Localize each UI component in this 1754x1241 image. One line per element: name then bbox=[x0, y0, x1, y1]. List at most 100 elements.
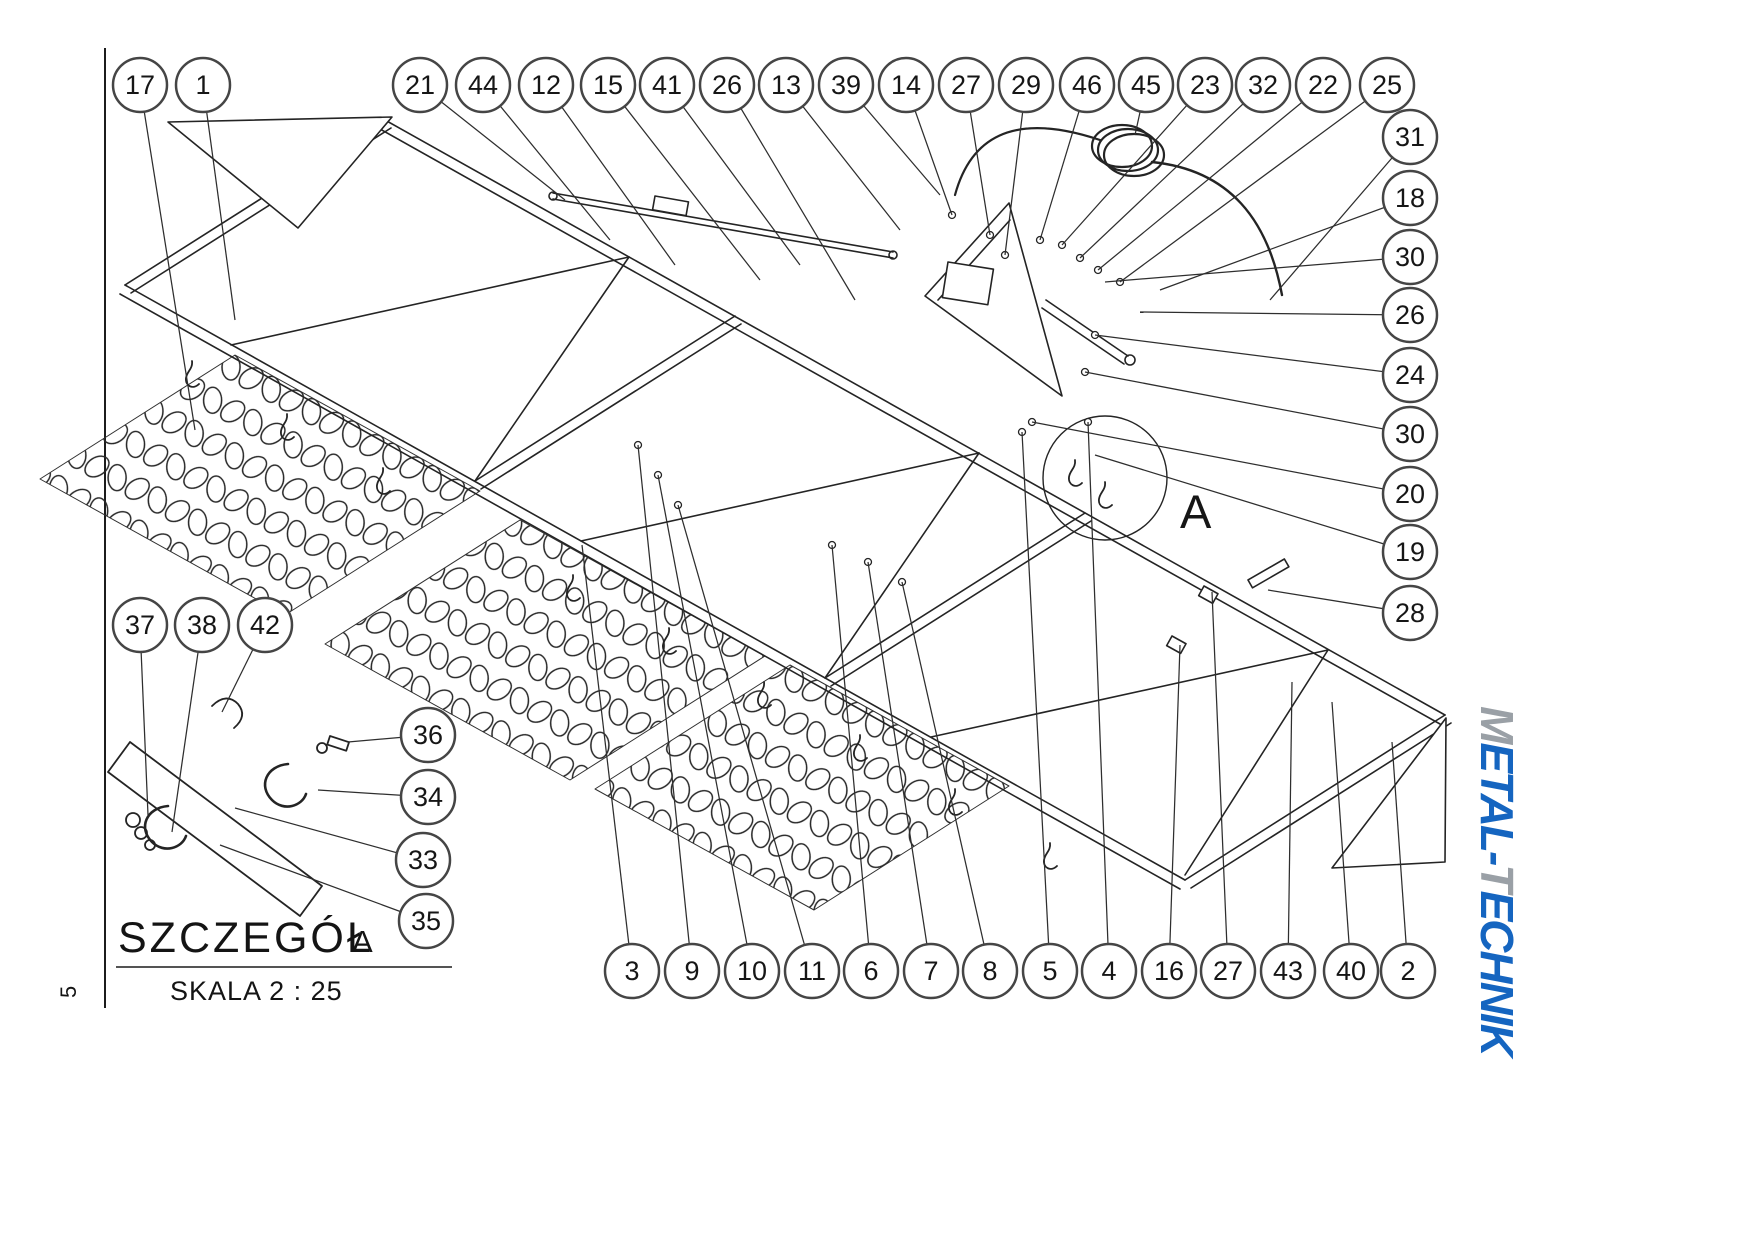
part-balloon-46: 46 bbox=[1058, 56, 1116, 114]
svg-text:44: 44 bbox=[468, 70, 498, 100]
part-balloon-33: 33 bbox=[394, 831, 452, 889]
leader-line-17 bbox=[139, 84, 196, 431]
part-balloon-36: 36 bbox=[399, 706, 457, 764]
part-balloon-16: 16 bbox=[1140, 942, 1198, 1000]
svg-text:28: 28 bbox=[1395, 598, 1425, 628]
part-balloon-11: 11 bbox=[783, 942, 841, 1000]
part-balloon-37: 37 bbox=[111, 596, 169, 654]
leader-line-9 bbox=[637, 444, 693, 972]
part-balloon-45: 45 bbox=[1117, 56, 1175, 114]
svg-text:4: 4 bbox=[1101, 956, 1116, 986]
svg-text:20: 20 bbox=[1395, 479, 1425, 509]
leader-line-10 bbox=[657, 474, 753, 972]
part-balloon-17: 17 bbox=[111, 56, 169, 114]
company-logo: METAL-TECHNIK bbox=[1471, 706, 1523, 1055]
detail-a-view bbox=[107, 697, 350, 917]
leader-line-18 bbox=[1159, 197, 1411, 291]
part-balloon-5: 5 bbox=[1021, 942, 1079, 1000]
part-balloon-15: 15 bbox=[579, 56, 637, 114]
part-balloon-26: 26 bbox=[698, 56, 756, 114]
leader-lines bbox=[139, 84, 1411, 972]
svg-text:31: 31 bbox=[1395, 122, 1425, 152]
leader-line-15 bbox=[607, 84, 761, 281]
part-balloon-12: 12 bbox=[517, 56, 575, 114]
svg-text:13: 13 bbox=[771, 70, 801, 100]
svg-text:26: 26 bbox=[1395, 300, 1425, 330]
svg-text:27: 27 bbox=[1213, 956, 1243, 986]
leader-line-44 bbox=[482, 84, 611, 241]
leader-line-2 bbox=[1391, 741, 1409, 972]
svg-text:37: 37 bbox=[125, 610, 155, 640]
part-balloon-22: 22 bbox=[1294, 56, 1352, 114]
logo-text-etal: ETAL- bbox=[1471, 742, 1523, 865]
leader-line-30 bbox=[1104, 256, 1411, 283]
leader-line-30 bbox=[1084, 371, 1411, 435]
logo-letter-m: M bbox=[1471, 706, 1523, 743]
svg-text:39: 39 bbox=[831, 70, 861, 100]
svg-text:34: 34 bbox=[413, 782, 443, 812]
leader-line-31 bbox=[1269, 136, 1411, 301]
svg-text:18: 18 bbox=[1395, 183, 1425, 213]
svg-text:26: 26 bbox=[712, 70, 742, 100]
part-balloon-27: 27 bbox=[937, 56, 995, 114]
svg-text:42: 42 bbox=[250, 610, 280, 640]
detail-title-letter: A bbox=[352, 924, 373, 959]
leader-line-35 bbox=[219, 844, 427, 922]
part-balloon-34: 34 bbox=[399, 768, 457, 826]
part-balloon-9: 9 bbox=[663, 942, 721, 1000]
leader-line-41 bbox=[666, 84, 801, 266]
part-balloon-31: 31 bbox=[1381, 108, 1439, 166]
svg-text:24: 24 bbox=[1395, 360, 1425, 390]
svg-text:3: 3 bbox=[624, 956, 639, 986]
svg-text:7: 7 bbox=[923, 956, 938, 986]
svg-text:30: 30 bbox=[1395, 419, 1425, 449]
leader-line-19 bbox=[1094, 454, 1411, 553]
leader-line-5 bbox=[1021, 431, 1051, 972]
part-balloon-30: 30 bbox=[1381, 228, 1439, 286]
leader-line-13 bbox=[785, 84, 901, 231]
svg-text:22: 22 bbox=[1308, 70, 1338, 100]
part-balloon-44: 44 bbox=[454, 56, 512, 114]
part-balloon-7: 7 bbox=[902, 942, 960, 1000]
part-balloon-21: 21 bbox=[391, 56, 449, 114]
svg-text:15: 15 bbox=[593, 70, 623, 100]
detail-title: SZCZEGÓŁ bbox=[118, 914, 374, 962]
part-balloon-10: 10 bbox=[723, 942, 781, 1000]
part-balloon-24: 24 bbox=[1381, 346, 1439, 404]
part-balloon-4: 4 bbox=[1080, 942, 1138, 1000]
svg-text:29: 29 bbox=[1011, 70, 1041, 100]
leader-line-29 bbox=[1004, 84, 1027, 256]
svg-text:16: 16 bbox=[1154, 956, 1184, 986]
leader-line-26 bbox=[1139, 311, 1411, 316]
leader-line-3 bbox=[581, 544, 633, 972]
svg-text:23: 23 bbox=[1190, 70, 1220, 100]
svg-text:11: 11 bbox=[798, 956, 826, 986]
part-balloon-28: 28 bbox=[1381, 584, 1439, 642]
part-balloon-26: 26 bbox=[1381, 286, 1439, 344]
part-balloon-20: 20 bbox=[1381, 465, 1439, 523]
svg-text:10: 10 bbox=[737, 956, 767, 986]
part-balloon-3: 3 bbox=[603, 942, 661, 1000]
part-balloon-19: 19 bbox=[1381, 523, 1439, 581]
part-balloon-39: 39 bbox=[817, 56, 875, 114]
leader-line-38 bbox=[171, 624, 203, 833]
part-balloon-29: 29 bbox=[997, 56, 1055, 114]
svg-text:5: 5 bbox=[1042, 956, 1057, 986]
svg-text:43: 43 bbox=[1273, 956, 1303, 986]
part-balloon-27: 27 bbox=[1199, 942, 1257, 1000]
leader-line-37 bbox=[139, 624, 149, 816]
svg-text:8: 8 bbox=[982, 956, 997, 986]
svg-text:25: 25 bbox=[1372, 70, 1402, 100]
leader-line-16 bbox=[1168, 644, 1181, 972]
leader-line-8 bbox=[901, 581, 991, 972]
svg-text:27: 27 bbox=[951, 70, 981, 100]
leader-line-40 bbox=[1331, 701, 1352, 972]
leader-line-4 bbox=[1087, 421, 1110, 972]
leader-line-20 bbox=[1031, 421, 1411, 495]
leader-line-22 bbox=[1097, 84, 1324, 271]
leader-line-26 bbox=[726, 84, 856, 301]
logo-text-echnik: ECHNIK bbox=[1471, 890, 1523, 1055]
leader-line-27 bbox=[1211, 591, 1229, 972]
